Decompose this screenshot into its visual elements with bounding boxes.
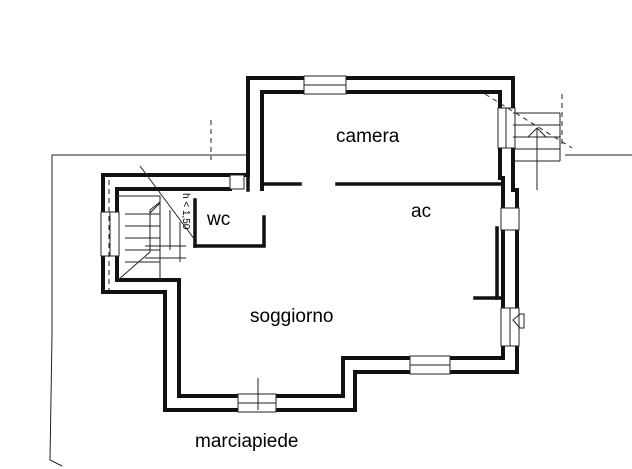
internal-stair-icon xyxy=(117,165,196,281)
window-soggiorno-bottom xyxy=(237,393,277,413)
stair-height-note: h < 1,50 xyxy=(180,193,191,230)
site-boundary xyxy=(49,154,632,467)
window-soggiorno-right xyxy=(500,307,520,347)
entrance-arrow-icon xyxy=(257,313,525,410)
street-label: marciapiede xyxy=(195,431,299,452)
room-label-camera: camera xyxy=(336,126,400,147)
windows xyxy=(100,75,520,413)
external-stair-icon xyxy=(484,93,573,190)
window-camera-top xyxy=(303,75,347,95)
window-stair-left xyxy=(100,211,120,257)
window-soggiorno-bottom-right xyxy=(409,355,451,375)
room-label-soggiorno: soggiorno xyxy=(250,306,333,327)
room-label-ac: ac xyxy=(411,201,431,222)
outer-walls xyxy=(101,76,519,412)
dashed-guides xyxy=(108,120,212,290)
interior-walls xyxy=(193,176,502,300)
window-ac-right xyxy=(500,207,520,231)
window-wc-top xyxy=(229,174,245,190)
room-label-wc: wc xyxy=(206,209,230,230)
window-camera-right xyxy=(497,107,516,149)
